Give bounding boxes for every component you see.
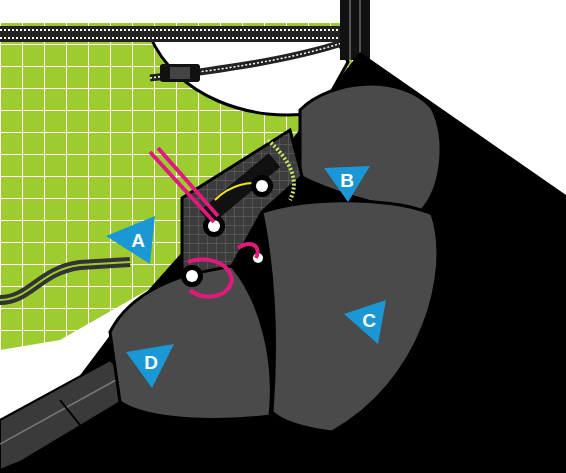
callout-letter: D — [144, 353, 158, 372]
callout-letter: B — [340, 171, 354, 190]
callout-letter: C — [362, 311, 376, 330]
callout-letter: A — [131, 231, 145, 250]
